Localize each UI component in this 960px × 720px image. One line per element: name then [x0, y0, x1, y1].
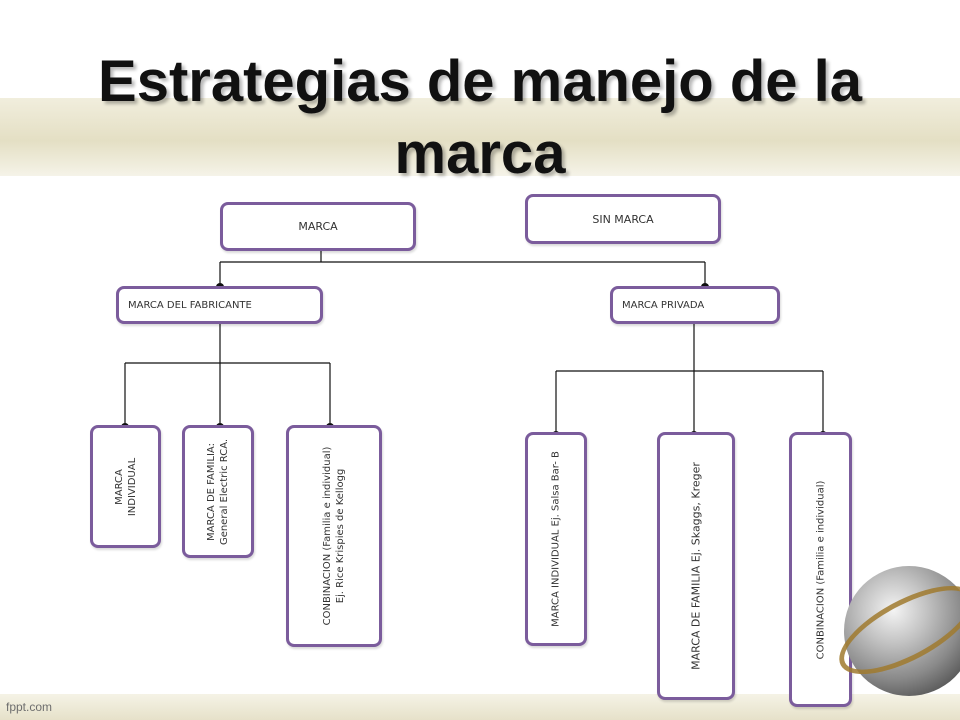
node-marca-individual: MARCA INDIVIDUAL [90, 425, 161, 548]
globe-decoration [844, 566, 960, 696]
node-marca-familia-line2: General Electric RCA. [219, 438, 230, 545]
node-marca-privada-label: MARCA PRIVADA [622, 299, 705, 311]
node-marca-fabricante: MARCA DEL FABRICANTE [116, 286, 323, 324]
node-marca: MARCA [220, 202, 416, 251]
node-marca-label: MARCA [298, 220, 338, 233]
slide-title-line2: marca [394, 121, 566, 186]
node-marca-privada: MARCA PRIVADA [610, 286, 780, 324]
node-sin-marca: SIN MARCA [525, 194, 721, 244]
node-marca-individual-line1: MARCA [113, 468, 125, 505]
footer-brand: fppt.com [6, 700, 53, 714]
node-combinacion-fabricante: CONBINACION (Familia e individual) Ej. R… [286, 425, 382, 647]
slide-title: Estrategias de manejo de la marca [60, 46, 900, 190]
slide-title-line1: Estrategias de manejo de la [98, 49, 862, 114]
node-familia-privada: MARCA DE FAMILIA Ej. Skaggs, Kreger [657, 432, 735, 700]
node-marca-familia-line1: MARCA DE FAMILIA: [206, 442, 217, 541]
node-sin-marca-label: SIN MARCA [592, 212, 654, 226]
node-familia-privada-label: MARCA DE FAMILIA Ej. Skaggs, Kreger [689, 462, 703, 670]
node-individual-privada: MARCA INDIVIDUAL Ej. Salsa Bar- B [525, 432, 587, 646]
node-combinacion-fabricante-line1: CONBINACION (Familia e individual) [322, 446, 333, 626]
node-combinacion-privada: CONBINACION (Familia e individual) [789, 432, 852, 707]
node-marca-fabricante-label: MARCA DEL FABRICANTE [128, 299, 252, 311]
node-combinacion-fabricante-line2: Ej. Rice Krispies de Kellogg [335, 468, 346, 604]
node-marca-individual-line2: INDIVIDUAL [126, 457, 138, 516]
node-individual-privada-label: MARCA INDIVIDUAL Ej. Salsa Bar- B [550, 451, 562, 627]
node-combinacion-privada-label: CONBINACION (Familia e individual) [815, 480, 826, 659]
node-marca-familia: MARCA DE FAMILIA: General Electric RCA. [182, 425, 254, 558]
title-band [0, 98, 960, 176]
